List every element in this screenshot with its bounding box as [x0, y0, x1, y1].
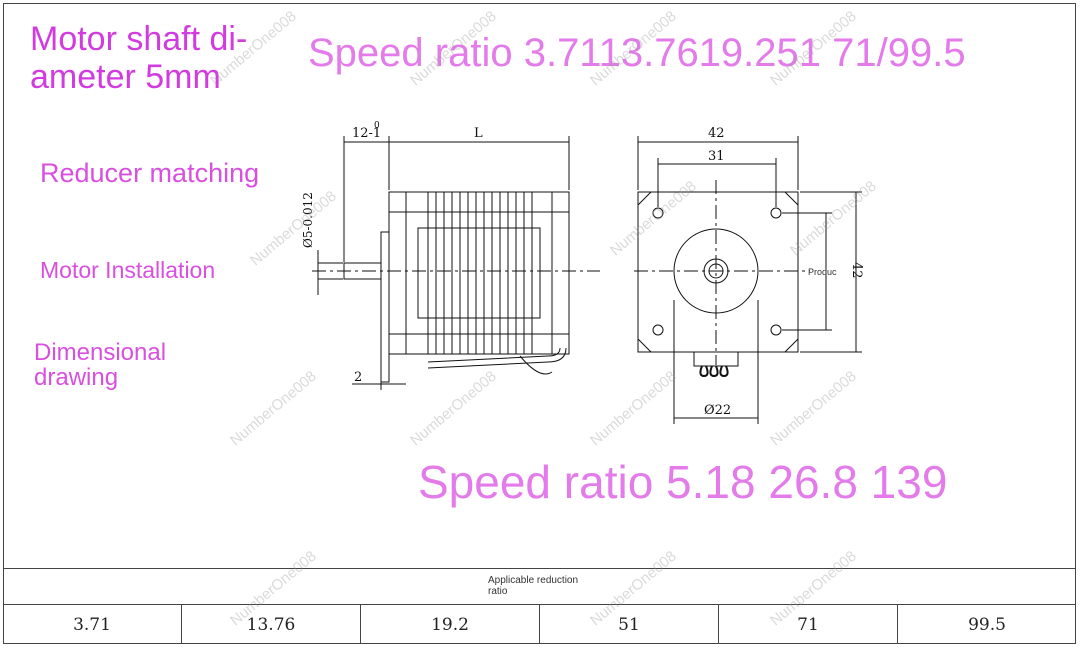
- side-body: [388, 191, 570, 355]
- ratio-cell: 51: [540, 605, 719, 644]
- table-caption: Applicable reduction ratio: [488, 575, 579, 597]
- ratio-cell: 3.71: [3, 605, 182, 644]
- side-flange: [380, 231, 390, 383]
- cooling-fins: [417, 192, 541, 354]
- shaft-diameter-title: Motor shaft di- ameter 5mm: [30, 20, 248, 96]
- table-value-row: 3.71 13.76 19.2 51 71 99.5: [3, 605, 1076, 644]
- dim-31: 31: [708, 149, 725, 164]
- speed-ratio-bottom-title: Speed ratio 5.18 26.8 139: [418, 456, 948, 508]
- reduction-ratio-table: Applicable reduction ratio 3.71 13.76 19…: [3, 568, 1076, 644]
- dim-22: Ø22: [704, 403, 731, 418]
- ratio-cell: 13.76: [182, 605, 361, 644]
- ratio-cell: 99.5: [968, 614, 1006, 635]
- dim-L: L: [474, 126, 483, 141]
- ratio-cell: 71: [719, 605, 898, 644]
- speed-ratio-top-title: Speed ratio 3.7113.7619.251 71/99.5: [308, 31, 966, 75]
- connector-wires: [699, 365, 729, 378]
- dimensional-drawing-label: Dimensional drawing: [34, 339, 167, 391]
- product-label: Produc: [808, 267, 837, 277]
- motor-installation-label: Motor Installation: [40, 257, 216, 283]
- dim-12-tolerance: 0: [374, 121, 380, 131]
- dim-shaft-diameter: Ø5-0.012: [301, 192, 315, 248]
- dim-12: 12-1: [352, 126, 381, 141]
- dim-2: 2: [354, 370, 362, 385]
- dim-42-side: 42: [849, 262, 864, 279]
- ratio-cell: 19.2: [361, 605, 540, 644]
- table-caption-row: Applicable reduction ratio: [3, 568, 1076, 605]
- reducer-matching-label: Reducer matching: [40, 158, 260, 188]
- mounting-holes: [652, 207, 782, 336]
- dim-42-top: 42: [708, 126, 725, 141]
